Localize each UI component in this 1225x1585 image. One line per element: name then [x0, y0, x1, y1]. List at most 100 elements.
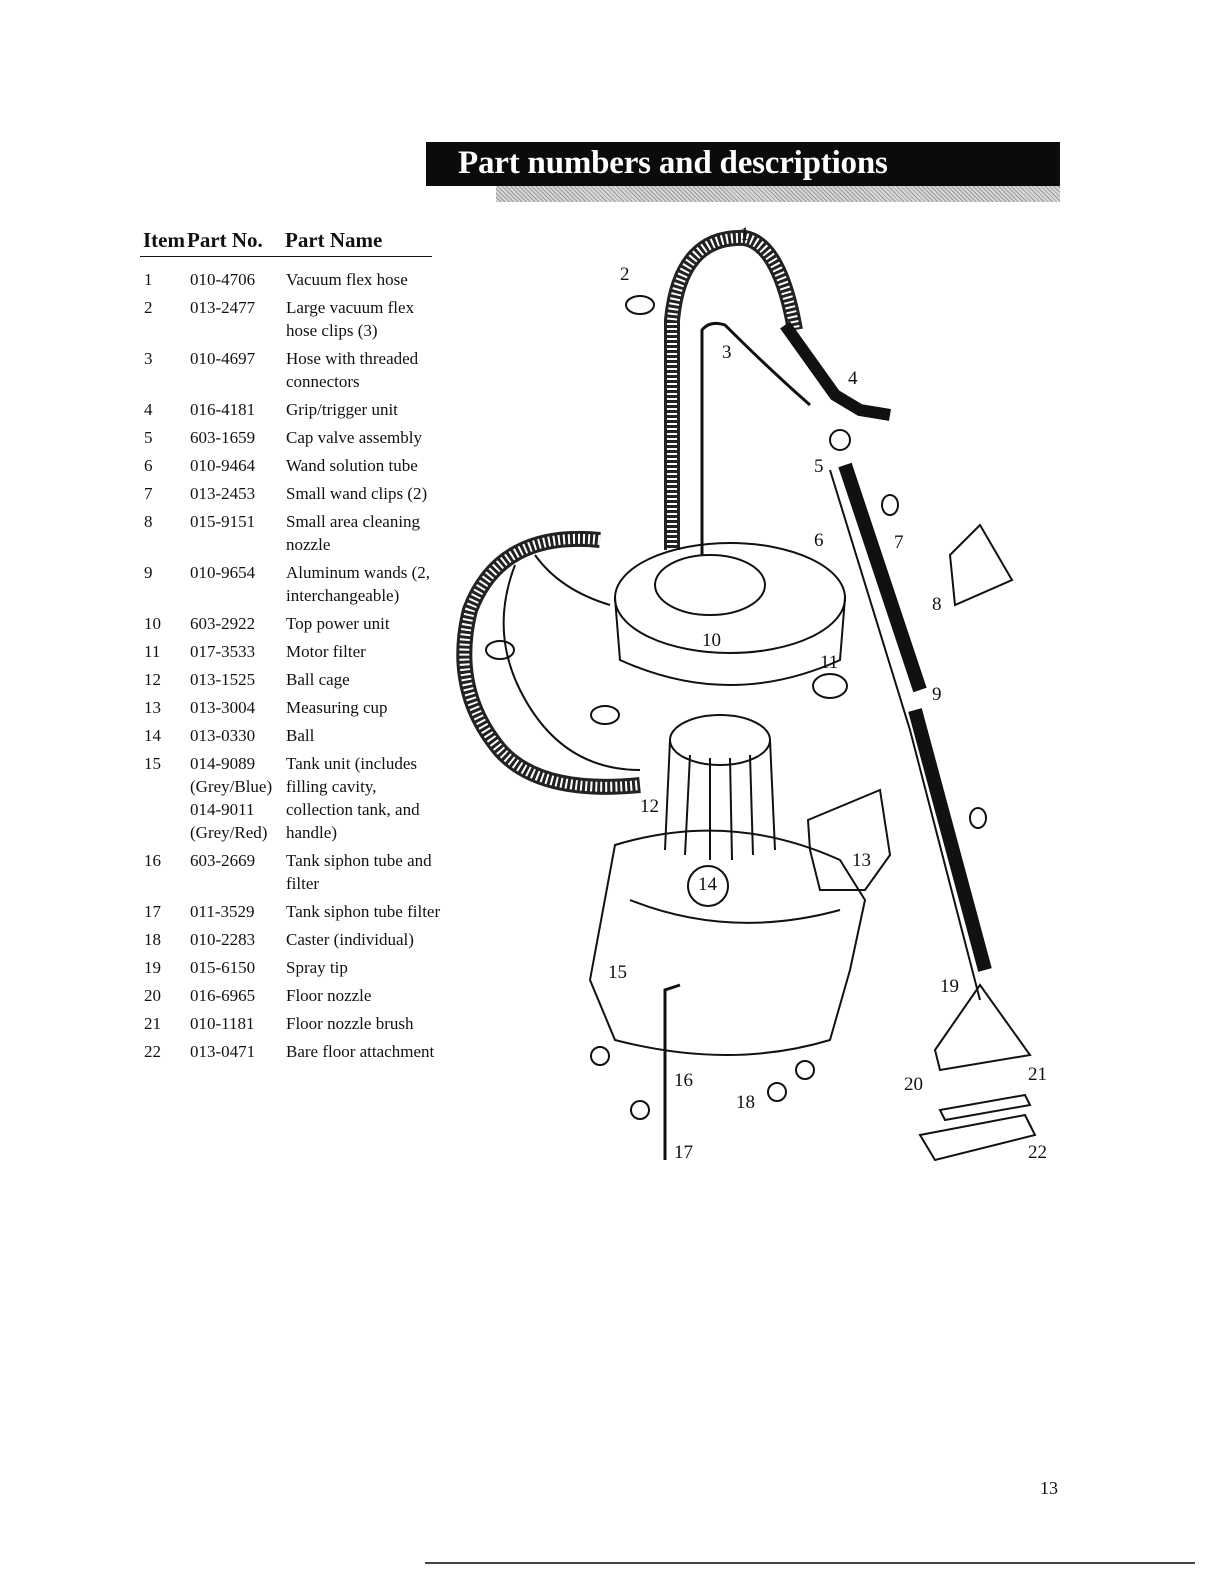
part-name: Tank siphon tube and filter	[286, 851, 432, 893]
callout-label: 11	[820, 652, 838, 673]
callout-label: 12	[640, 796, 659, 817]
callout-label: 15	[608, 962, 627, 983]
part-name: Wand solution tube	[286, 456, 418, 475]
siphon-tube	[663, 983, 681, 1160]
wand-clip	[969, 807, 987, 829]
header-part-name: Part Name	[285, 228, 383, 252]
part-name: Floor nozzle brush	[286, 1014, 414, 1033]
item-number: 19	[144, 958, 161, 977]
parts-row: 18 010-2283 Caster (individual)	[140, 928, 440, 951]
part-number: 013-2477	[190, 298, 256, 317]
motor-filter	[812, 673, 848, 699]
bare-floor-attachment	[918, 1113, 1037, 1162]
part-name: Small area cleaning nozzle	[286, 512, 421, 554]
callout-label: 9	[932, 684, 942, 705]
item-number: 18	[144, 930, 161, 949]
hose-clip	[590, 705, 620, 725]
item-number: 10	[144, 614, 161, 633]
item-number: 14	[144, 726, 161, 745]
part-number: 013-0471	[190, 1042, 256, 1061]
part-number: 016-6965	[190, 986, 256, 1005]
callout-label: 21	[1028, 1064, 1047, 1085]
part-name: Cap valve assembly	[286, 428, 422, 447]
part-name: Caster (individual)	[286, 930, 414, 949]
part-number: 013-3004	[190, 698, 256, 717]
callout-label: 8	[932, 594, 942, 615]
aluminum-wand-upper	[838, 462, 927, 693]
parts-row: 1 010-4706 Vacuum flex hose	[140, 268, 440, 291]
part-name: Hose with threaded connectors	[286, 349, 419, 391]
caster	[795, 1060, 815, 1080]
vacuum-flex-hose	[664, 229, 803, 550]
callout-label: 4	[848, 368, 858, 389]
callout-label: 13	[852, 850, 871, 871]
part-number: 010-2283	[190, 930, 256, 949]
hose-clip	[485, 640, 515, 660]
part-number: 014-9089 (Grey/Blue) 014-9011 (Grey/Red)	[190, 754, 273, 842]
part-name: Tank unit (includes filling cavity, coll…	[286, 754, 420, 842]
part-number: 013-0330	[190, 726, 256, 745]
item-number: 2	[144, 298, 153, 317]
part-number: 011-3529	[190, 902, 255, 921]
footer-rule	[425, 1562, 1195, 1564]
caster	[590, 1046, 610, 1066]
hose-clip	[625, 295, 655, 315]
callout-label: 19	[940, 976, 959, 997]
part-number: 015-9151	[190, 512, 256, 531]
part-name: Ball cage	[286, 670, 350, 689]
callout-label: 18	[736, 1092, 755, 1113]
part-number: 010-9464	[190, 456, 256, 475]
part-name: Floor nozzle	[286, 986, 372, 1005]
measuring-cup	[806, 788, 892, 891]
tank-unit	[588, 829, 867, 1056]
part-name: Large vacuum flex hose clips (3)	[286, 298, 415, 340]
part-name: Vacuum flex hose	[286, 270, 408, 289]
part-number: 010-1181	[190, 1014, 255, 1033]
part-number: 603-1659	[190, 428, 256, 447]
wand-solution-tube	[829, 469, 981, 1001]
item-number: 1	[144, 270, 153, 289]
page-title: Part numbers and descriptions	[458, 145, 888, 181]
item-number: 17	[144, 902, 161, 921]
caster	[630, 1100, 650, 1120]
banner-shadow	[496, 186, 1060, 202]
callout-label: 2	[620, 264, 630, 285]
callout-label: 6	[814, 530, 824, 551]
page-number: 13	[1040, 1478, 1058, 1498]
part-name: Bare floor attachment	[286, 1042, 435, 1061]
item-number: 3	[144, 349, 153, 368]
part-name: Spray tip	[286, 958, 348, 977]
part-number: 016-4181	[190, 400, 256, 419]
part-number: 017-3533	[190, 642, 256, 661]
item-number: 7	[144, 484, 153, 503]
cap-valve	[829, 429, 851, 451]
parts-row: 19 015-6150 Spray tip	[140, 956, 440, 979]
item-number: 6	[144, 456, 153, 475]
callout-label: 3	[722, 342, 732, 363]
part-name: Measuring cup	[286, 698, 388, 717]
top-power-unit	[614, 542, 846, 654]
caster	[767, 1082, 787, 1102]
part-number: 015-6150	[190, 958, 256, 977]
threaded-hose	[700, 321, 811, 555]
part-number: 013-1525	[190, 670, 256, 689]
parts-row: 2 013-2477 Large vacuum flex hose clips (3…	[140, 296, 440, 342]
item-number: 9	[144, 563, 153, 582]
parts-list: 1 010-4706 Vacuum flex hose 2 013-2477 Large …	[140, 268, 440, 1068]
part-name: Small wand clips (2)	[286, 484, 428, 503]
part-number: 010-9654	[190, 563, 256, 582]
callout-label: 20	[904, 1074, 923, 1095]
part-number: 010-4706	[190, 270, 256, 289]
callout-label: 14	[698, 874, 718, 895]
callout-label: 7	[894, 532, 904, 553]
